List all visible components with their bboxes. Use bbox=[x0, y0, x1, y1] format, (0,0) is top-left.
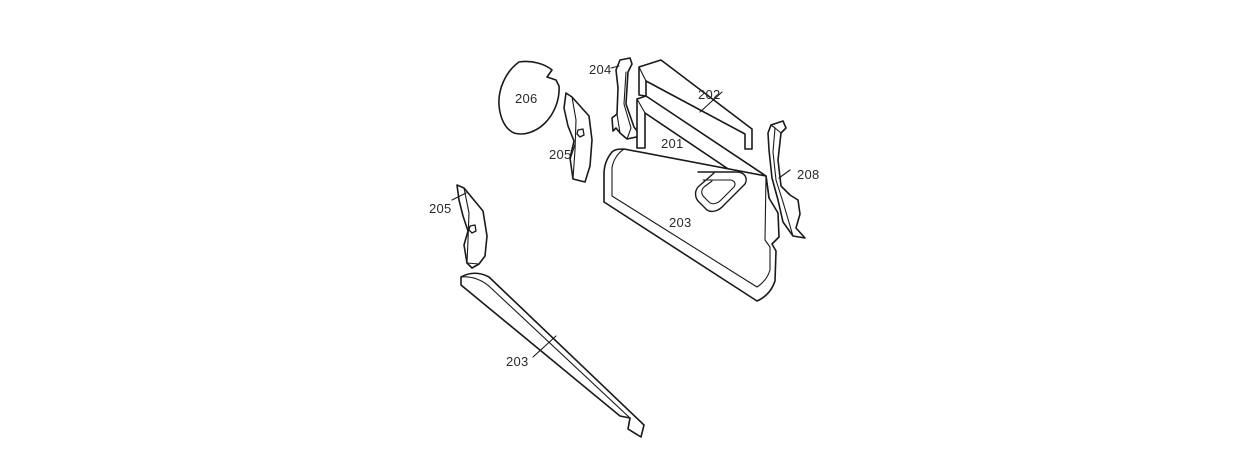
part-205-upper-locating-hole bbox=[576, 128, 585, 138]
part-204-fold-line bbox=[623, 71, 632, 140]
part-205-lower-locating-hole bbox=[468, 224, 477, 234]
part-205-upper-pillar-trim bbox=[563, 92, 593, 183]
leader-lines bbox=[451, 65, 791, 358]
part-203-rocker-outline bbox=[460, 272, 645, 438]
part-203-rear-step bbox=[771, 236, 780, 245]
part-203-inner-edge bbox=[611, 148, 771, 288]
part-206-outline bbox=[498, 60, 560, 135]
part-204-vertical-pillar-strip bbox=[611, 57, 642, 140]
part-203-rocker-end-cap bbox=[627, 417, 642, 438]
part-208-fold-line bbox=[772, 127, 794, 237]
part-208-rear-pillar-trim bbox=[767, 120, 806, 239]
part-204-outline bbox=[611, 57, 642, 140]
part-202-belt-line-strip bbox=[638, 59, 753, 150]
part-202-left-fold bbox=[638, 66, 647, 82]
leader-202 bbox=[699, 91, 723, 113]
part-203-rocker-crown-line bbox=[460, 276, 631, 419]
reference-label-202: 202 bbox=[698, 87, 721, 102]
reference-label-206: 206 bbox=[515, 91, 538, 106]
reference-label-201: 201 bbox=[661, 136, 684, 151]
part-205-lower-fold-line bbox=[463, 187, 470, 264]
part-203-handle-recess-inner bbox=[701, 179, 736, 205]
reference-label-203-upper: 203 bbox=[669, 215, 692, 230]
leader-205-lower bbox=[451, 192, 467, 201]
leader-203-lower bbox=[532, 335, 557, 358]
part-204-base-fold bbox=[616, 113, 621, 134]
reference-label-205-lower: 205 bbox=[429, 201, 452, 216]
leader-205-upper bbox=[569, 143, 576, 161]
reference-label-205-upper: 205 bbox=[549, 147, 572, 162]
leader-204 bbox=[610, 65, 620, 69]
part-205-upper-outline bbox=[563, 92, 593, 183]
part-203-door-outer-panel bbox=[603, 148, 780, 302]
part-203-rocker-end-edge bbox=[619, 415, 631, 419]
part-203-rocker-panel bbox=[460, 272, 645, 438]
part-205-lower-bottom-edge bbox=[466, 262, 480, 265]
part-205-upper-fold-line bbox=[571, 96, 577, 180]
reference-label-204: 204 bbox=[589, 62, 612, 77]
part-202-inner-edge bbox=[645, 80, 746, 135]
part-205-lower-pillar-trim bbox=[456, 184, 488, 269]
part-202-outline bbox=[638, 59, 753, 150]
part-203-outline bbox=[603, 148, 780, 302]
part-203-handle-recess-outer bbox=[694, 171, 747, 213]
part-201-left-fold bbox=[636, 98, 646, 114]
part-205-upper-bottom-edge bbox=[572, 178, 586, 183]
leader-208 bbox=[778, 169, 791, 179]
reference-label-208: 208 bbox=[797, 167, 820, 182]
part-208-top-tab bbox=[770, 124, 782, 134]
reference-label-203-lower: 203 bbox=[506, 354, 529, 369]
part-208-outline bbox=[767, 120, 806, 239]
part-206-corner-trim-cover bbox=[498, 60, 560, 135]
